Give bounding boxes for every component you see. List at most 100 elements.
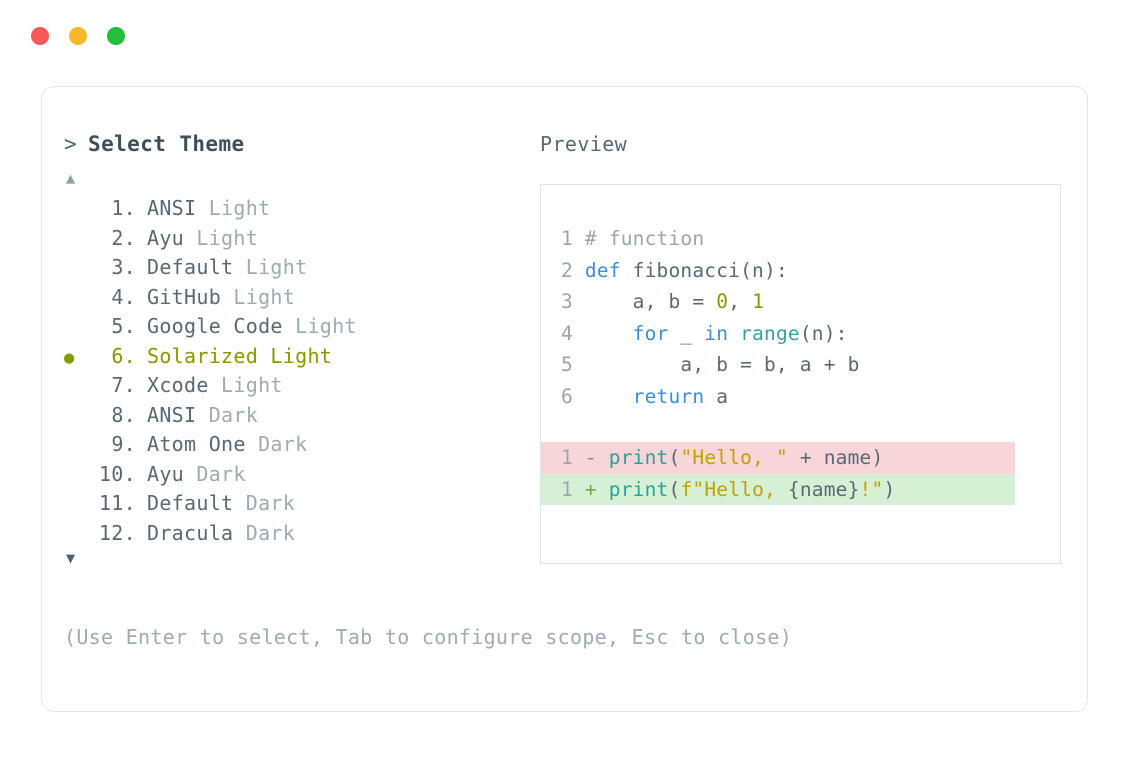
theme-item-name: Default bbox=[147, 255, 234, 279]
code-token: def bbox=[584, 258, 621, 282]
code-token: fibonacci(n): bbox=[620, 258, 788, 282]
code-token: return bbox=[632, 384, 705, 408]
theme-list-item[interactable]: 1.ANSI Light bbox=[64, 194, 534, 224]
theme-item-name: Dracula bbox=[147, 520, 234, 545]
line-number: 2 bbox=[561, 258, 585, 282]
code-token: 1 bbox=[752, 290, 765, 313]
code-token bbox=[585, 322, 633, 345]
line-number: 5 bbox=[561, 353, 585, 376]
diff-block: 1 - print("Hello, " + name)1 + print(f"H… bbox=[541, 442, 1060, 505]
code-line: 4 for _ in range(n): bbox=[561, 318, 1060, 350]
code-token: a, b = b, a + b bbox=[584, 353, 860, 376]
diff-minus-icon: - bbox=[584, 446, 609, 469]
theme-item-variant: Dark bbox=[196, 402, 259, 427]
code-token: (n): bbox=[799, 321, 848, 345]
code-token: _ bbox=[668, 321, 705, 345]
code-token: print bbox=[608, 446, 669, 469]
code-token: ) bbox=[883, 477, 896, 501]
code-token: ( bbox=[668, 446, 681, 469]
code-token: + name) bbox=[787, 446, 884, 469]
theme-list-item[interactable]: 4.GitHub Light bbox=[64, 283, 534, 313]
code-token: range bbox=[740, 321, 800, 345]
line-number: 1 bbox=[561, 227, 585, 250]
line-number: 6 bbox=[561, 384, 585, 408]
theme-item-variant: Light bbox=[196, 196, 271, 220]
theme-list-item[interactable]: 2. Ayu Light bbox=[64, 224, 534, 254]
theme-item-name: Ayu bbox=[147, 225, 185, 250]
prompt-caret-icon: > bbox=[64, 132, 78, 156]
prompt-header: > Select Theme bbox=[64, 130, 534, 158]
keyboard-hint: (Use Enter to select, Tab to configure s… bbox=[64, 625, 793, 649]
close-button[interactable] bbox=[31, 27, 49, 45]
theme-item-number: 5. bbox=[111, 314, 136, 338]
theme-item-number: 7. bbox=[111, 373, 136, 397]
theme-item-name: Xcode bbox=[147, 373, 209, 397]
theme-item-number: 3. bbox=[111, 255, 136, 279]
maximize-button[interactable] bbox=[107, 27, 125, 45]
preview-label: Preview bbox=[540, 132, 628, 156]
theme-item-number: 9. bbox=[111, 432, 136, 456]
theme-item-name: ANSI bbox=[147, 402, 197, 427]
theme-item-variant: Light bbox=[282, 314, 357, 338]
diff-line-removed: 1 - print("Hello, " + name) bbox=[541, 442, 1015, 474]
theme-item-variant: Dark bbox=[245, 432, 308, 456]
theme-item-name: Atom One bbox=[147, 432, 246, 456]
line-number: 1 bbox=[561, 446, 585, 469]
theme-list-item[interactable]: 5. Google Code Light bbox=[64, 312, 534, 342]
theme-item-variant: Light bbox=[233, 255, 308, 279]
theme-item-name: Ayu bbox=[147, 461, 185, 486]
theme-item-variant: Light bbox=[208, 373, 283, 397]
code-token: # function bbox=[584, 227, 705, 250]
window-titlebar bbox=[0, 0, 1129, 72]
theme-item-number: 12. bbox=[98, 520, 136, 545]
code-token: {name} bbox=[787, 477, 860, 501]
code-token: !" bbox=[859, 477, 884, 501]
line-number: 4 bbox=[561, 321, 585, 345]
theme-list-item[interactable]: 9. Atom One Dark bbox=[64, 430, 534, 460]
theme-list-item[interactable]: ●6.Solarized Light bbox=[64, 342, 534, 372]
code-token: a bbox=[704, 384, 729, 408]
page-title: Select Theme bbox=[88, 132, 245, 156]
theme-list-item[interactable]: 11.Default Dark bbox=[64, 489, 534, 519]
scroll-down-icon[interactable]: ▼ bbox=[66, 549, 76, 567]
minimize-button[interactable] bbox=[69, 27, 87, 45]
theme-item-variant: Light bbox=[184, 225, 259, 250]
theme-item-variant: Dark bbox=[184, 461, 246, 486]
code-token bbox=[585, 385, 633, 408]
theme-item-number: 10. bbox=[98, 461, 136, 486]
theme-item-number: 11. bbox=[98, 491, 136, 515]
theme-list-item[interactable]: 12. Dracula Dark bbox=[64, 519, 534, 549]
theme-item-number: 1. bbox=[111, 196, 136, 220]
theme-list-item[interactable]: 10. Ayu Dark bbox=[64, 460, 534, 490]
code-token: print bbox=[608, 477, 669, 501]
code-line: 6 return a bbox=[561, 381, 1060, 413]
theme-item-number: 6. bbox=[111, 343, 136, 368]
code-line: 1 # function bbox=[561, 223, 1060, 255]
scroll-up-icon[interactable]: ▲ bbox=[66, 169, 76, 187]
theme-list-item[interactable]: 8.ANSI Dark bbox=[64, 401, 534, 431]
diff-plus-icon: + bbox=[584, 477, 609, 501]
theme-item-name: Solarized bbox=[147, 343, 259, 368]
theme-list-item[interactable]: 7. Xcode Light bbox=[64, 371, 534, 401]
code-token: 0 bbox=[716, 290, 729, 313]
theme-list-item[interactable]: 3. Default Light bbox=[64, 253, 534, 283]
theme-item-name: Google Code bbox=[147, 314, 283, 338]
theme-item-variant: Light bbox=[258, 343, 333, 368]
theme-item-number: 2. bbox=[111, 225, 136, 250]
code-line: 2 def fibonacci(n): bbox=[561, 255, 1060, 287]
code-token: for bbox=[632, 321, 669, 345]
code-token: f"Hello, bbox=[680, 477, 788, 501]
code-line: 3 a, b = 0, 1 bbox=[561, 286, 1060, 318]
theme-item-number: 4. bbox=[111, 284, 136, 309]
theme-item-variant: Dark bbox=[233, 520, 296, 545]
theme-item-name: GitHub bbox=[147, 284, 222, 309]
code-token: in bbox=[704, 321, 729, 345]
theme-item-variant: Dark bbox=[233, 491, 296, 515]
code-token: "Hello, " bbox=[680, 446, 788, 469]
code-token bbox=[728, 322, 740, 345]
